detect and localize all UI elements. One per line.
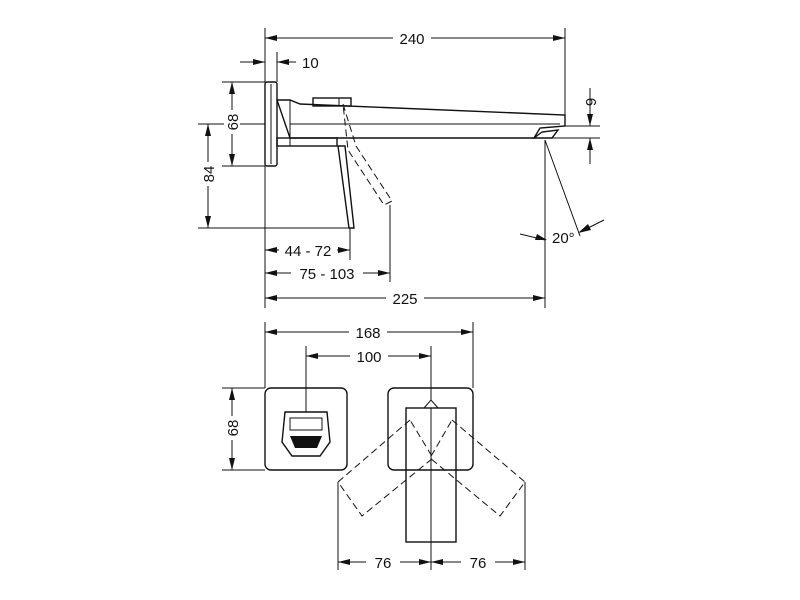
body-lower-block (276, 137, 338, 147)
front-view: 168 100 68 76 76 (222, 322, 526, 572)
dim-swing-right: 76 (470, 555, 487, 572)
dim-total-length: 240 (399, 31, 424, 48)
arrow (229, 82, 235, 94)
arrow (338, 247, 350, 253)
dim-swing-left: 76 (375, 555, 392, 572)
arrow (229, 154, 235, 166)
valve-handle-window (289, 417, 323, 431)
dim-spacing: 168 (355, 325, 380, 342)
arrow (587, 138, 593, 150)
dim-angle: 20° (552, 230, 575, 247)
dim-lever-range-b: 75 - 103 (299, 266, 354, 283)
side-view: 240 10 68 84 9 20° 4 (198, 28, 605, 308)
spout-top-mark (423, 399, 439, 409)
arrow (253, 59, 265, 65)
arrow (587, 114, 593, 126)
arrow (378, 270, 390, 276)
lever-swing-left (337, 419, 434, 517)
lever-alt-position (342, 103, 393, 206)
label-bg (393, 28, 431, 48)
arrow (265, 35, 277, 41)
arrow (535, 234, 547, 240)
arrow (338, 559, 350, 565)
lever-top (312, 97, 352, 107)
valve-handle-icon (281, 411, 331, 457)
arrow (277, 59, 289, 65)
dim-plate-height-front: 68 (225, 420, 242, 437)
arrow (265, 247, 277, 253)
label-bg (224, 110, 240, 134)
aerator (531, 129, 560, 139)
arrow (419, 353, 431, 359)
dim-lever-drop: 84 (201, 166, 218, 183)
arrow (553, 35, 565, 41)
dim-spout-tip: 9 (583, 98, 600, 106)
label-bg (461, 552, 495, 572)
arrow (419, 559, 431, 565)
lever-handle (337, 145, 355, 229)
angle-line (544, 139, 581, 237)
arrow (578, 224, 591, 233)
label-bg (291, 263, 363, 283)
label-bg (224, 416, 240, 440)
label-bg (279, 240, 337, 260)
label-bg (386, 288, 424, 308)
arrow (265, 270, 277, 276)
dim-center-offset: 100 (356, 349, 381, 366)
arrow (265, 295, 277, 301)
arrow (533, 295, 545, 301)
label-bg (349, 322, 387, 342)
arrow (229, 458, 235, 470)
arrow (205, 216, 211, 228)
arrow (461, 329, 473, 335)
dim-projection: 225 (392, 291, 417, 308)
dim-plate-thickness: 10 (302, 55, 319, 72)
label-bg (366, 552, 400, 572)
arrow (205, 124, 211, 136)
dim-lever-range-a: 44 - 72 (285, 243, 332, 260)
arrow (229, 388, 235, 400)
valve-handle-grip (290, 436, 322, 448)
arrow (306, 353, 318, 359)
arrow (265, 329, 277, 335)
label-bg (350, 346, 388, 366)
arrow (513, 559, 525, 565)
lever-swing-right (429, 419, 526, 517)
arrow (431, 559, 443, 565)
dim-plate-height: 68 (225, 114, 242, 131)
label-bg (200, 162, 216, 186)
